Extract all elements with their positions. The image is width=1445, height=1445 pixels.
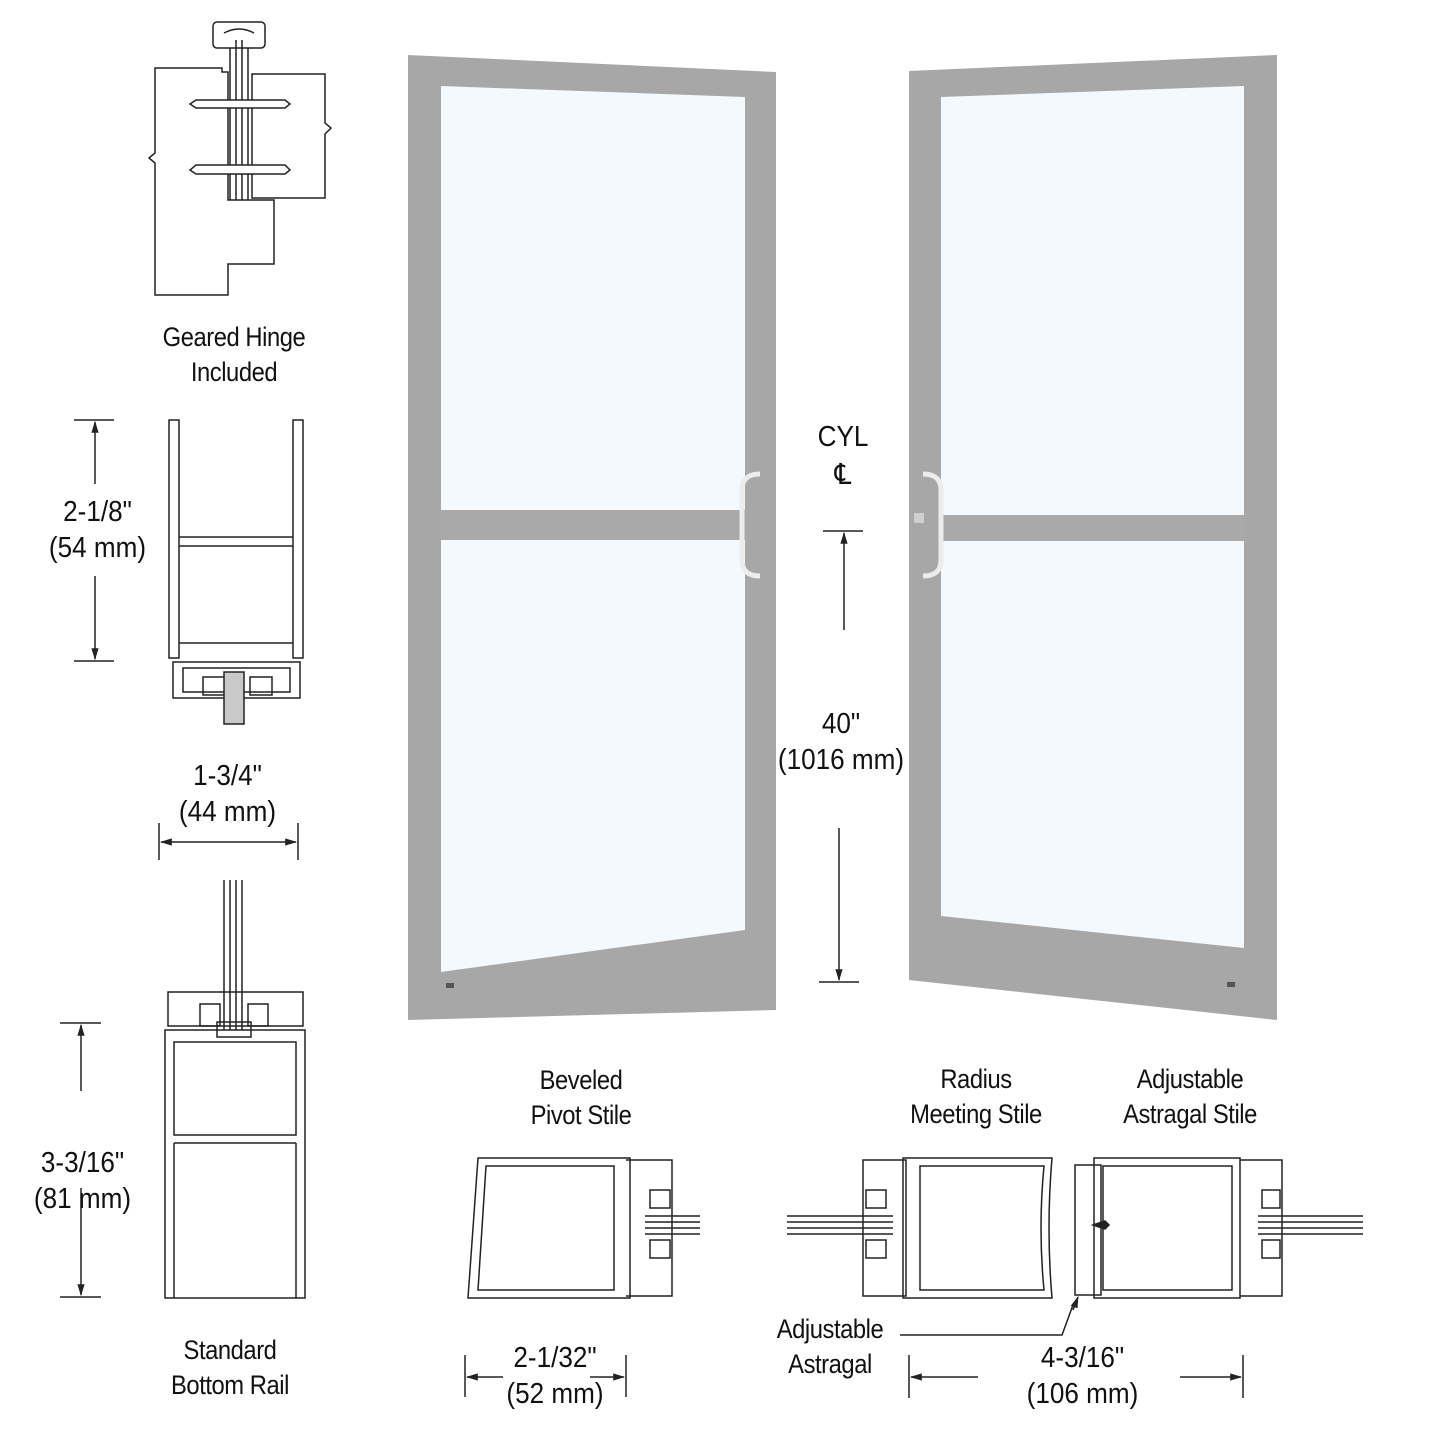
bottom-rail-height-mm: (81 mm) [33, 1183, 132, 1215]
geared-hinge-label-line2: Included [190, 357, 278, 387]
astragal-label-line2: Astragal [788, 1349, 872, 1379]
astragal-stile-label-line2: Astragal Stile [1123, 1099, 1257, 1129]
pivot-stile-drawing [464, 1157, 700, 1397]
astragal-stile-label: Adjustable Astragal Stile [1093, 1062, 1287, 1132]
door-height-dimension [819, 530, 863, 983]
pivot-stile-width-mm: (52 mm) [506, 1378, 604, 1410]
bottom-rail-height-dimension: 3-3/16" (81 mm) [17, 1145, 148, 1217]
centerline-icon: ℄ [834, 459, 852, 491]
top-rail-height-mm: (54 mm) [48, 532, 147, 564]
pair-width-in: 4-3/16" [1040, 1342, 1125, 1374]
rail-width-in: 1-3/4" [193, 760, 262, 792]
pivot-stile-label-line2: Pivot Stile [530, 1100, 632, 1130]
pivot-stile-width-dimension: 2-1/32" (52 mm) [488, 1340, 623, 1412]
astragal-stile-label-line1: Adjustable [1136, 1064, 1244, 1094]
cyl-label: CYL [817, 421, 869, 453]
left-door [408, 55, 776, 1020]
door-height-in: 40" [821, 708, 861, 740]
meeting-stile-label-line1: Radius [940, 1064, 1012, 1094]
bottom-rail-label-line1: Standard [183, 1335, 277, 1365]
bottom-rail-label: Standard Bottom Rail [142, 1333, 318, 1403]
pair-width-mm: (106 mm) [1026, 1378, 1139, 1410]
bottom-rail-label-line2: Bottom Rail [171, 1370, 289, 1400]
door-height-label: 40" (1016 mm) [774, 706, 909, 778]
top-rail-height-dimension: 2-1/8" (54 mm) [32, 494, 163, 566]
pivot-stile-label-line1: Beveled [539, 1065, 623, 1095]
bottom-rail-drawing [60, 880, 306, 1299]
door-height-mm: (1016 mm) [777, 744, 905, 776]
top-rail-height-in: 2-1/8" [63, 496, 132, 528]
meeting-stile-drawing [787, 1157, 1363, 1398]
bottom-rail-height-in: 3-3/16" [40, 1147, 125, 1179]
right-door [909, 55, 1277, 1020]
pivot-stile-label: Beveled Pivot Stile [493, 1063, 669, 1133]
geared-hinge-label-line1: Geared Hinge [162, 322, 306, 352]
astragal-label: Adjustable Astragal [742, 1312, 918, 1382]
pair-width-dimension: 4-3/16" (106 mm) [1008, 1340, 1157, 1412]
rail-width-dimension: 1-3/4" (44 mm) [162, 758, 293, 830]
meeting-stile-label: Radius Meeting Stile [888, 1062, 1064, 1132]
pivot-stile-width-in: 2-1/32" [513, 1342, 597, 1374]
meeting-stile-label-line2: Meeting Stile [910, 1099, 1042, 1129]
cylinder-centerline-label: CYL ℄ [776, 418, 911, 494]
top-rail-drawing [74, 419, 304, 860]
geared-hinge-label: Geared Hinge Included [146, 320, 322, 390]
geared-hinge-drawing [147, 21, 333, 296]
astragal-label-line1: Adjustable [776, 1314, 884, 1344]
rail-width-mm: (44 mm) [178, 796, 277, 828]
